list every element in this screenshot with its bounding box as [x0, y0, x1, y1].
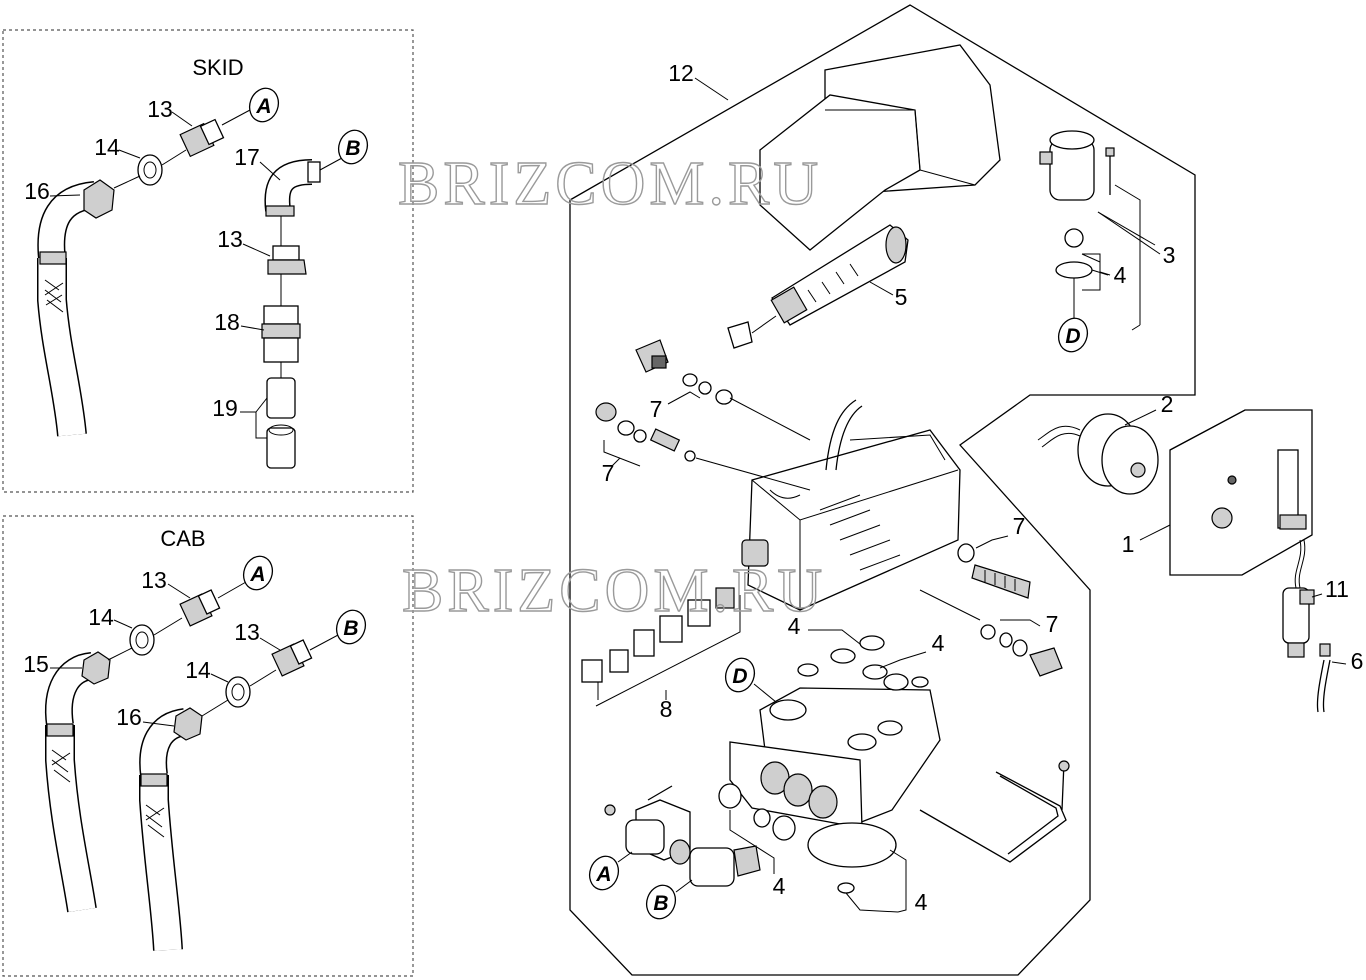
callout-4: 4 [773, 873, 786, 899]
cable-6 [1316, 643, 1331, 713]
callout-17: 17 [234, 144, 260, 170]
callout-4: 4 [932, 630, 945, 656]
callout-4: 4 [1114, 262, 1127, 288]
piston-5 [727, 224, 909, 349]
fitting-7-mid [595, 402, 696, 462]
callout-7: 7 [1013, 513, 1026, 539]
callout-13: 13 [234, 619, 260, 645]
callout-5: 5 [895, 284, 908, 310]
callout-6: 6 [1351, 648, 1364, 674]
switches-8 [581, 587, 741, 707]
callout-13: 13 [217, 226, 243, 252]
connector-b-oval: B [335, 609, 367, 645]
callout-7: 7 [650, 396, 663, 422]
callout-2: 2 [1161, 391, 1174, 417]
rod-bracket [919, 760, 1070, 863]
svg-text:B: B [653, 892, 668, 915]
fitting-7-top [635, 339, 733, 405]
orings-4-lower [718, 783, 897, 894]
connector-a-oval: A [242, 555, 274, 591]
callout-18: 18 [214, 309, 240, 335]
control-panel-1 [1169, 409, 1313, 576]
callout-15: 15 [23, 651, 49, 677]
skid-title: SKID [192, 55, 243, 80]
callout-11: 11 [1325, 576, 1349, 602]
fitting-13-upper [179, 118, 225, 158]
callout-12: 12 [668, 60, 694, 86]
fitting-7-lower [980, 624, 1063, 677]
washer-14-b [225, 676, 251, 708]
svg-text:A: A [249, 563, 265, 586]
svg-text:B: B [343, 617, 358, 640]
main-assembly: 12 3 4 5 7 7 2 7 1 11 7 4 4 6 8 4 4 [569, 4, 1364, 976]
watermark-middle: BRIZCOM.RU [402, 557, 826, 625]
callout-7: 7 [602, 460, 615, 486]
washer-14-a [129, 624, 155, 656]
connector-b-oval: B [337, 129, 369, 165]
watermark-top: BRIZCOM.RU [398, 150, 822, 218]
svg-text:B: B [345, 137, 360, 160]
callout-13: 13 [141, 567, 167, 593]
svg-text:A: A [255, 95, 271, 118]
svg-text:D: D [732, 665, 747, 688]
fitting-13-cab-a [179, 589, 221, 627]
callout-16: 16 [24, 178, 50, 204]
elbow-17 [264, 159, 321, 217]
connector-d-oval: D [1057, 278, 1089, 353]
svg-text:A: A [595, 863, 611, 886]
cab-title: CAB [160, 526, 205, 551]
lower-fittings [604, 785, 761, 887]
callout-14: 14 [88, 604, 114, 630]
cab-panel: CAB [2, 515, 414, 977]
fitting-7-right [957, 543, 1031, 599]
callout-8: 8 [660, 696, 673, 722]
callout-7: 7 [1046, 611, 1059, 637]
manifold-base [729, 687, 941, 829]
callout-16: 16 [116, 704, 142, 730]
hose-15 [45, 651, 111, 913]
connector-a-oval: A [248, 87, 280, 123]
fitting-13-cab-b [271, 639, 313, 677]
tube-19 [266, 377, 296, 469]
callout-4: 4 [915, 889, 928, 915]
callout-1: 1 [1122, 531, 1135, 557]
sensor-11 [1282, 539, 1315, 658]
svg-text:D: D [1065, 325, 1080, 348]
connector-a-oval: A [588, 851, 633, 891]
callout-19: 19 [212, 395, 238, 421]
solenoid-3 [1039, 130, 1115, 279]
orings-4-upper [797, 635, 929, 691]
washer-14 [137, 154, 163, 186]
callout-13: 13 [147, 96, 173, 122]
coupling-18 [261, 305, 301, 363]
cover-12 [759, 44, 1001, 251]
skid-panel: SKID [2, 29, 414, 493]
assembly-outline [569, 4, 1196, 976]
callout-14: 14 [185, 657, 211, 683]
callout-4: 4 [788, 613, 801, 639]
hose-16-cab [139, 707, 203, 951]
valve-body [741, 399, 961, 611]
hose-16 [37, 179, 115, 437]
callout-14: 14 [94, 134, 120, 160]
connector-d-oval: D [724, 657, 777, 703]
callout-3: 3 [1163, 242, 1176, 268]
motor-2 [1037, 413, 1159, 495]
connector-b-oval: B [645, 879, 693, 920]
fitting-13-lower [267, 245, 307, 275]
